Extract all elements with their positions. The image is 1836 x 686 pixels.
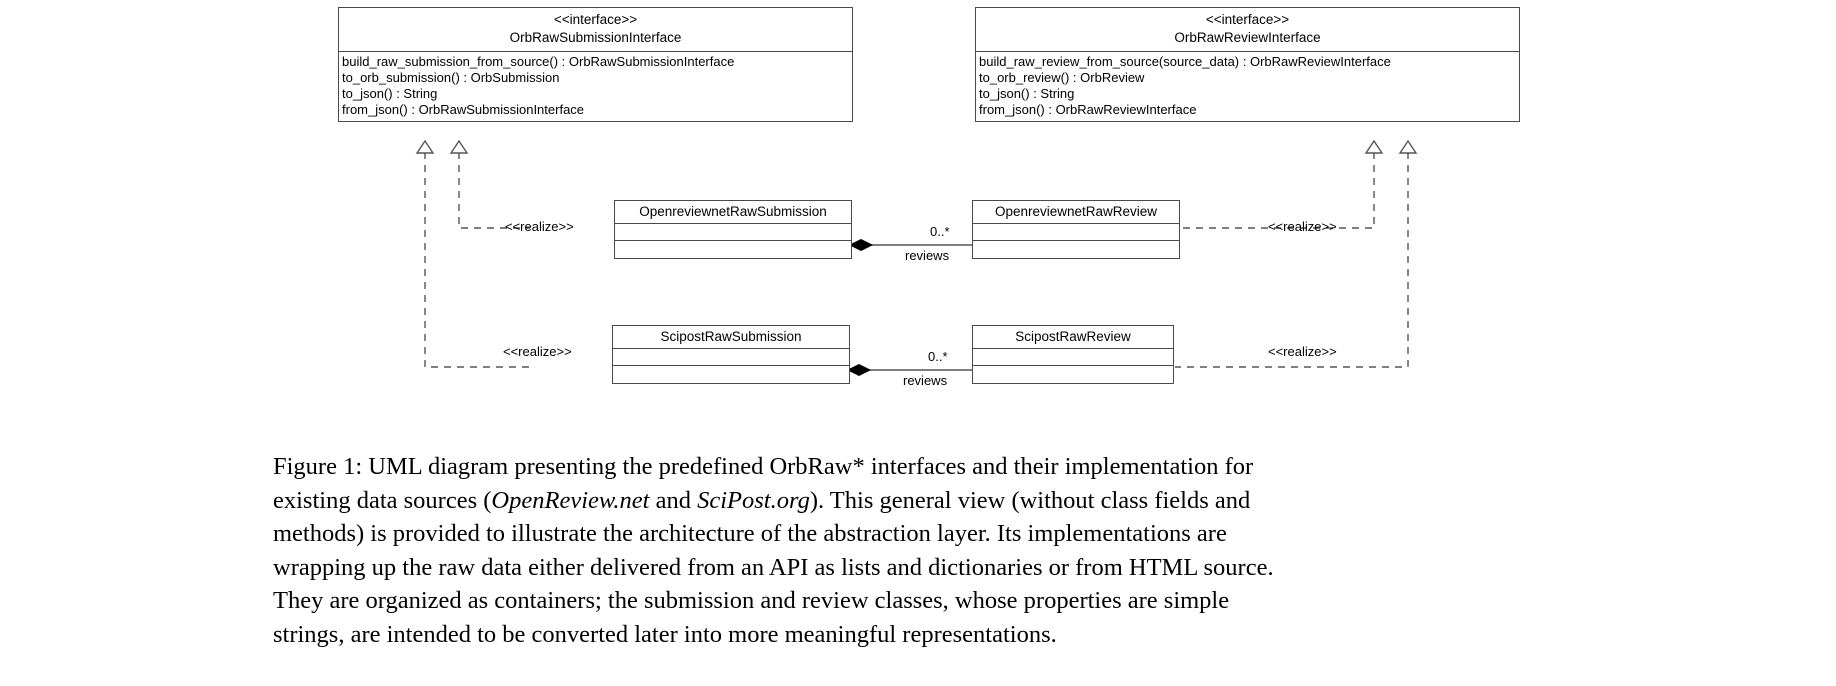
realize-label-scipost-review: <<realize>> xyxy=(1268,344,1337,359)
uml-class-scipost-raw-submission[interactable]: ScipostRawSubmission xyxy=(612,325,850,384)
uml-attributes-compartment xyxy=(973,349,1173,366)
uml-class-openreviewnet-raw-review[interactable]: OpenreviewnetRawReview xyxy=(972,200,1180,259)
uml-attributes-compartment xyxy=(613,349,849,366)
caption-segment-2: and xyxy=(649,486,698,514)
uml-header-scipost-raw-review: ScipostRawReview xyxy=(973,326,1173,349)
uml-connectors xyxy=(415,139,1418,377)
class-name-label: OpenreviewnetRawReview xyxy=(994,204,1158,219)
stereotype-label: <<interface>> xyxy=(1205,12,1290,27)
multiplicity-label-openreviewnet: 0..* xyxy=(930,224,950,239)
multiplicity-label-scipost: 0..* xyxy=(928,349,948,364)
caption-emphasis-scipost: SciPost.org xyxy=(697,486,810,514)
role-label-scipost: reviews xyxy=(903,373,948,388)
operation-row: to_json() : String xyxy=(979,86,1075,101)
uml-class-scipost-raw-review[interactable]: ScipostRawReview xyxy=(972,325,1174,384)
uml-attributes-compartment xyxy=(973,224,1179,241)
caption-emphasis-openreview: OpenReview.net xyxy=(491,486,650,514)
caption-segment-1: UML diagram presenting the predefined Or… xyxy=(273,453,1254,514)
realize-link-openreviewnet-submission xyxy=(458,152,530,229)
uml-operations-compartment xyxy=(973,366,1173,383)
operation-row: to_orb_review() : OrbReview xyxy=(979,70,1145,85)
caption-segment-3: ). This general view (without class fiel… xyxy=(273,486,1274,648)
realize-label-scipost-submission: <<realize>> xyxy=(503,344,572,359)
realize-label-openreviewnet-submission: <<realize>> xyxy=(505,219,574,234)
realize-link-scipost-review xyxy=(1175,152,1409,368)
uml-class-orb-raw-review-interface[interactable]: <<interface>> OrbRawReviewInterface buil… xyxy=(975,7,1520,122)
uml-operations-compartment xyxy=(613,366,849,383)
uml-operations-orb-raw-submission-interface: build_raw_submission_from_source() : Orb… xyxy=(339,52,852,121)
realize-label-openreviewnet-review: <<realize>> xyxy=(1268,219,1337,234)
uml-class-orb-raw-submission-interface[interactable]: <<interface>> OrbRawSubmissionInterface … xyxy=(338,7,853,122)
composition-diamond-openreviewnet xyxy=(848,238,874,252)
uml-header-openreviewnet-raw-submission: OpenreviewnetRawSubmission xyxy=(615,201,851,224)
uml-attributes-compartment xyxy=(615,224,851,241)
class-name-label: ScipostRawSubmission xyxy=(660,329,802,344)
uml-diagram: <<interface>> OrbRawSubmissionInterface … xyxy=(338,7,1520,388)
role-label-openreviewnet: reviews xyxy=(905,248,950,263)
operation-row: build_raw_review_from_source(source_data… xyxy=(979,54,1391,69)
figure-caption: Figure 1: UML diagram presenting the pre… xyxy=(273,450,1297,651)
uml-class-openreviewnet-raw-submission[interactable]: OpenreviewnetRawSubmission xyxy=(614,200,852,259)
stereotype-label: <<interface>> xyxy=(553,12,638,27)
uml-header-orb-raw-submission-interface: <<interface>> OrbRawSubmissionInterface xyxy=(339,8,852,52)
operation-row: from_json() : OrbRawSubmissionInterface xyxy=(342,102,585,117)
class-name-label: ScipostRawReview xyxy=(1015,329,1131,344)
realize-link-openreviewnet-review xyxy=(1180,152,1375,229)
operation-row: to_json() : String xyxy=(342,86,438,101)
class-name-label: OrbRawReviewInterface xyxy=(1174,30,1321,45)
composition-diamond-scipost xyxy=(846,363,872,377)
uml-header-orb-raw-review-interface: <<interface>> OrbRawReviewInterface xyxy=(976,8,1519,52)
uml-operations-orb-raw-review-interface: build_raw_review_from_source(source_data… xyxy=(976,52,1519,121)
operation-row: from_json() : OrbRawReviewInterface xyxy=(979,102,1197,117)
realize-triangle-4 xyxy=(1398,139,1418,154)
uml-header-scipost-raw-submission: ScipostRawSubmission xyxy=(613,326,849,349)
uml-operations-compartment xyxy=(973,241,1179,258)
realize-triangle-1 xyxy=(449,139,469,154)
realize-link-scipost-submission xyxy=(424,152,530,368)
class-name-label: OpenreviewnetRawSubmission xyxy=(639,204,827,219)
realize-triangle-2 xyxy=(415,139,435,154)
realize-triangle-3 xyxy=(1364,139,1384,154)
operation-row: build_raw_submission_from_source() : Orb… xyxy=(342,54,735,69)
uml-header-openreviewnet-raw-review: OpenreviewnetRawReview xyxy=(973,201,1179,224)
uml-operations-compartment xyxy=(615,241,851,258)
operation-row: to_orb_submission() : OrbSubmission xyxy=(342,70,560,85)
class-name-label: OrbRawSubmissionInterface xyxy=(509,30,682,45)
figure-label: Figure 1: xyxy=(273,453,363,480)
